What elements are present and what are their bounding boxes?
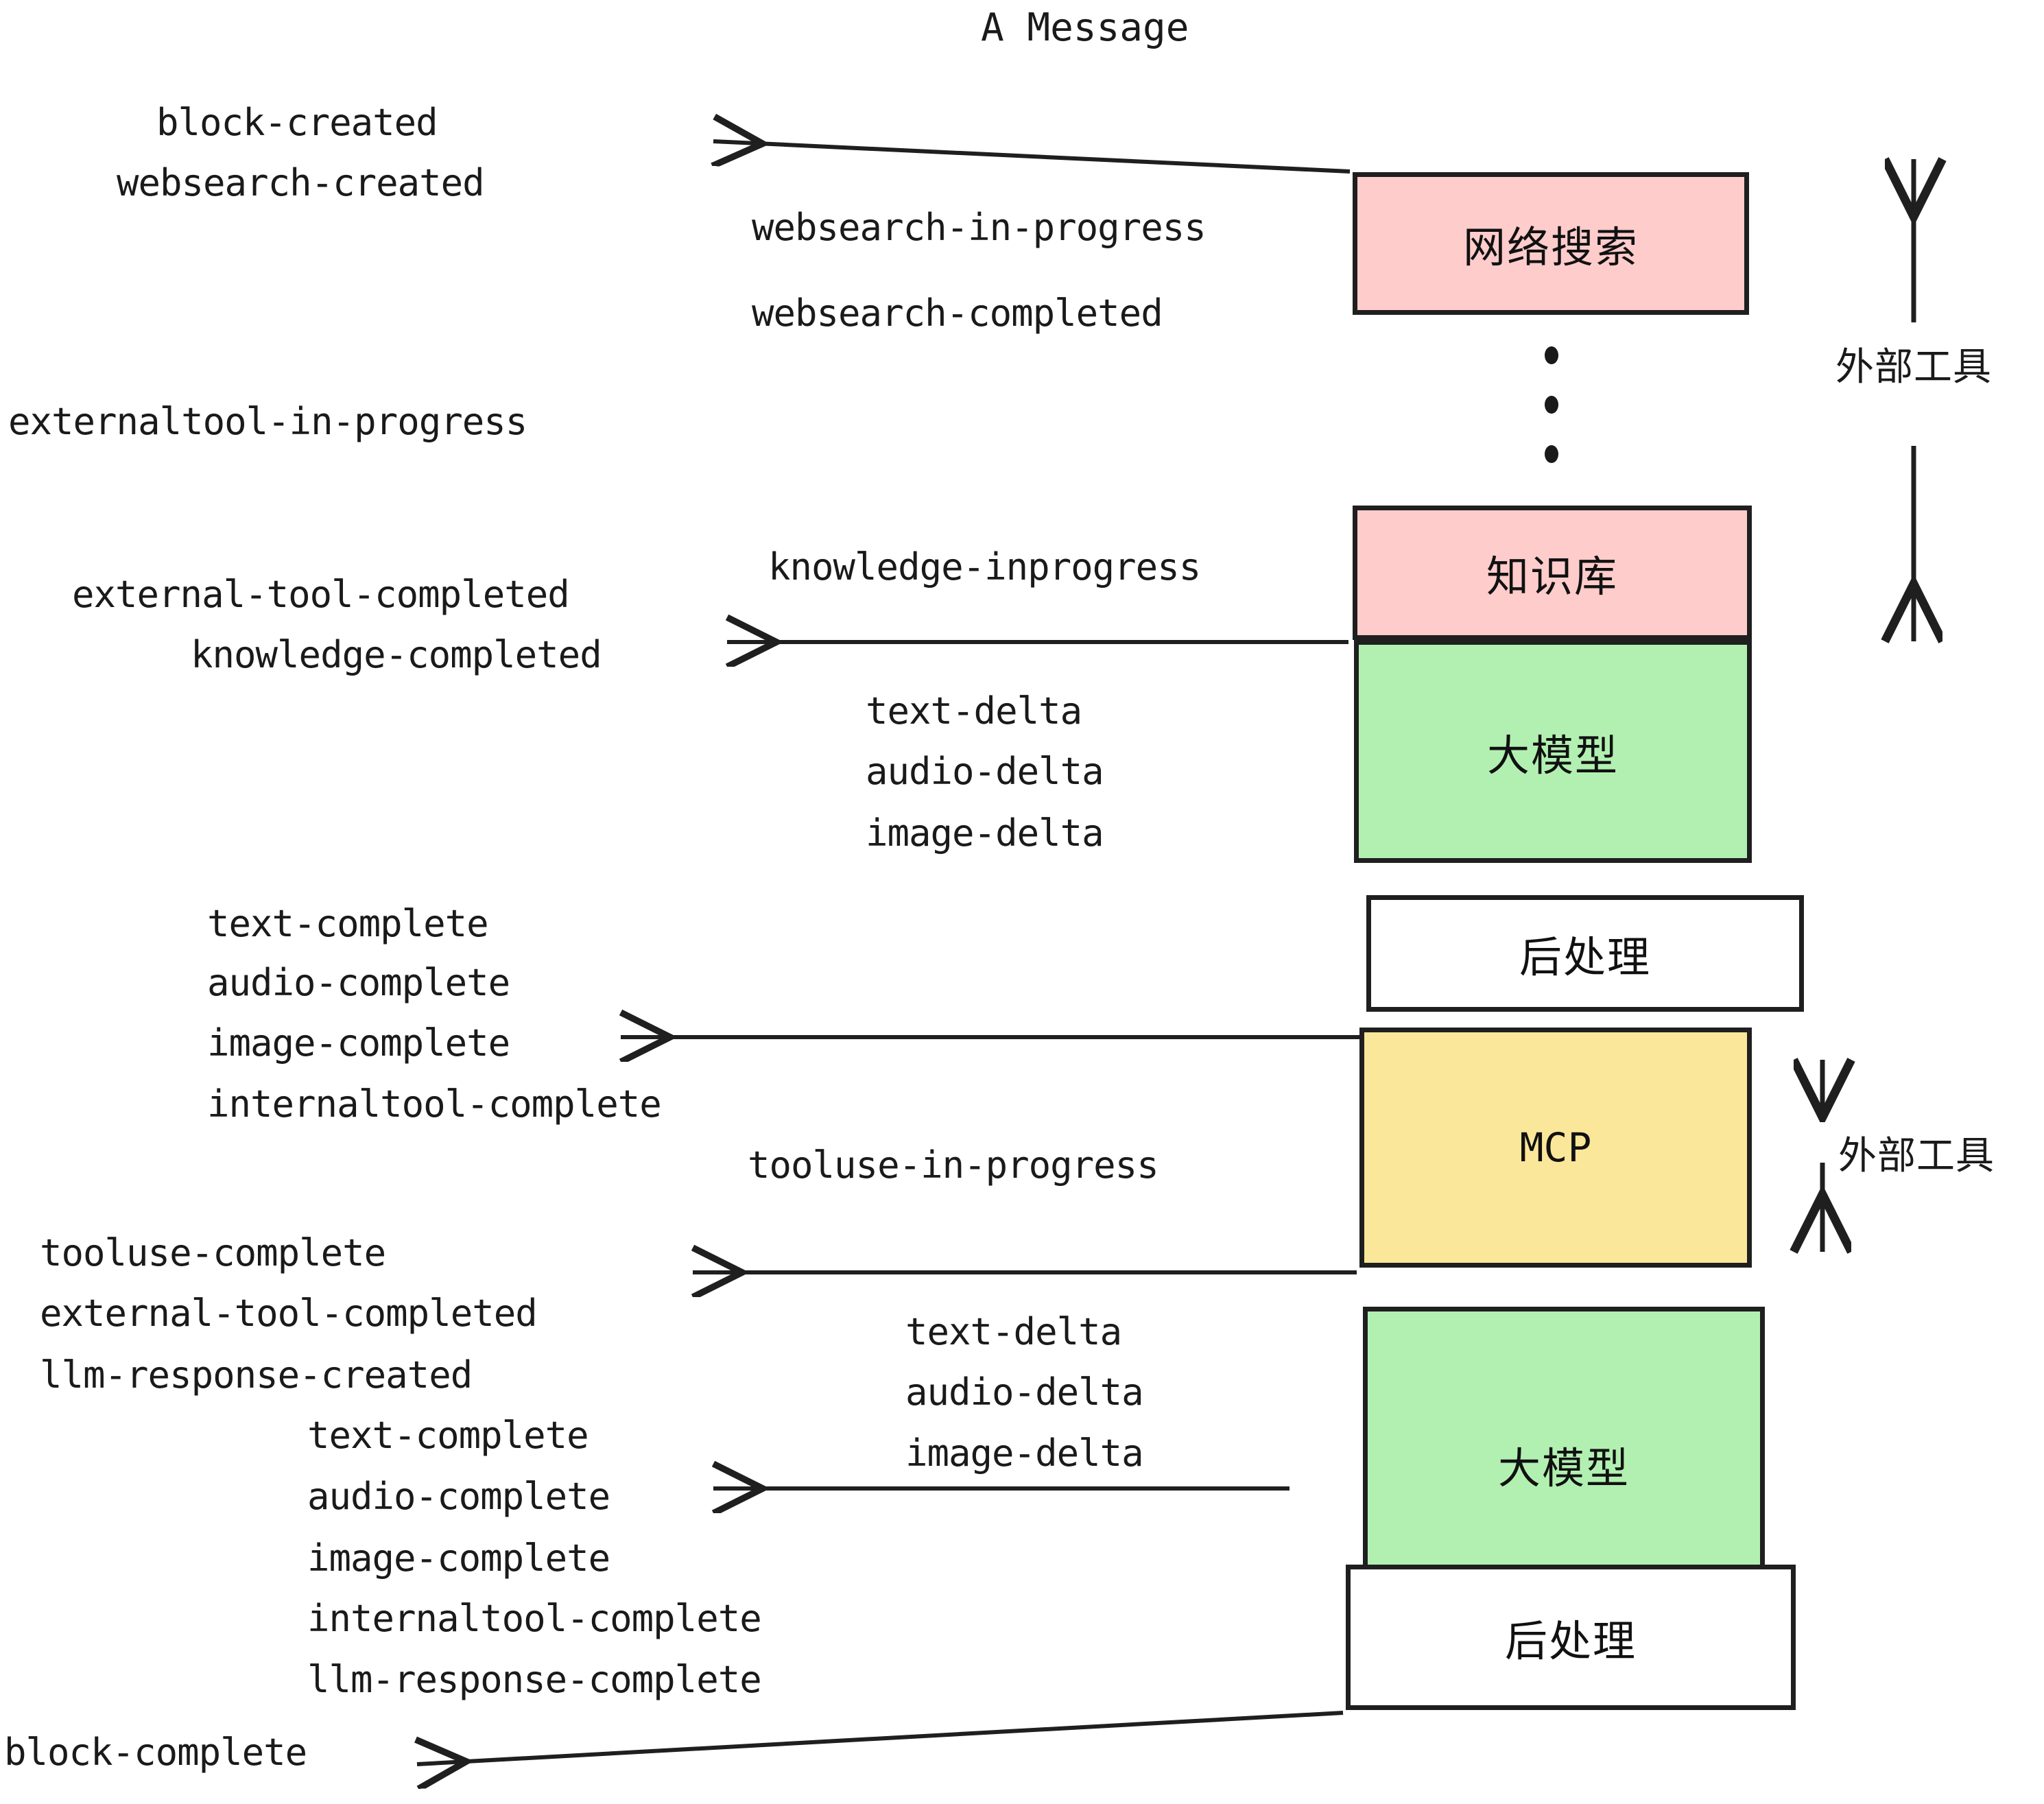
event-audio-complete-2: audio-complete — [307, 1475, 610, 1518]
node-postprocess-2[interactable]: 后处理 — [1346, 1565, 1796, 1710]
event-websearch-in-progress: websearch-in-progress — [752, 206, 1207, 249]
arrow-postprocess2-to-block-complete — [417, 1711, 1344, 1764]
node-postprocess-1[interactable]: 后处理 — [1366, 895, 1804, 1012]
side-label-external-tool-bottom: 外部工具 — [1838, 1134, 1995, 1178]
event-text-delta-1: text-delta — [866, 689, 1082, 733]
ellipsis-dot — [1545, 396, 1558, 414]
event-text-complete-2: text-complete — [307, 1414, 589, 1457]
side-label-external-tool-top: 外部工具 — [1835, 345, 1992, 390]
node-websearch[interactable]: 网络搜索 — [1353, 172, 1749, 315]
node-mcp[interactable]: MCP — [1359, 1028, 1752, 1268]
event-image-delta-2: image-delta — [905, 1432, 1144, 1475]
node-llm-1[interactable]: 大模型 — [1354, 640, 1752, 863]
vertical-ellipsis — [1543, 346, 1560, 463]
node-knowledge[interactable]: 知识库 — [1353, 506, 1752, 640]
event-image-complete-1: image-complete — [207, 1021, 510, 1065]
event-llm-response-created: llm-response-created — [40, 1353, 473, 1397]
event-text-delta-2: text-delta — [905, 1310, 1122, 1353]
event-audio-delta-2: audio-delta — [905, 1370, 1144, 1414]
arrow-websearch-to-created — [713, 141, 1351, 174]
event-text-complete-1: text-complete — [207, 902, 489, 945]
ellipsis-dot — [1545, 445, 1558, 463]
page-title: A Message — [981, 5, 1189, 50]
event-image-complete-2: image-complete — [307, 1536, 610, 1580]
event-tooluse-complete: tooluse-complete — [40, 1231, 386, 1274]
event-externaltool-in-progress: externaltool-in-progress — [8, 400, 527, 443]
event-knowledge-inprogress: knowledge-inprogress — [768, 545, 1201, 589]
event-internaltool-complete-1: internaltool-complete — [207, 1082, 662, 1126]
event-tooluse-in-progress: tooluse-in-progress — [748, 1143, 1159, 1187]
event-internaltool-complete-2: internaltool-complete — [307, 1597, 762, 1640]
event-image-delta-1: image-delta — [866, 811, 1104, 855]
event-llm-response-complete: llm-response-complete — [307, 1658, 762, 1701]
event-block-created: block-created — [156, 101, 438, 144]
event-external-tool-completed-1: external-tool-completed — [72, 573, 570, 616]
event-websearch-completed: websearch-completed — [752, 292, 1163, 335]
event-websearch-created: websearch-created — [117, 161, 485, 204]
event-audio-delta-1: audio-delta — [866, 750, 1104, 793]
ellipsis-dot — [1545, 346, 1558, 364]
event-block-complete: block-complete — [4, 1731, 307, 1774]
event-knowledge-completed: knowledge-completed — [191, 633, 602, 676]
event-audio-complete-1: audio-complete — [207, 961, 510, 1004]
event-external-tool-completed-2: external-tool-completed — [40, 1292, 538, 1335]
